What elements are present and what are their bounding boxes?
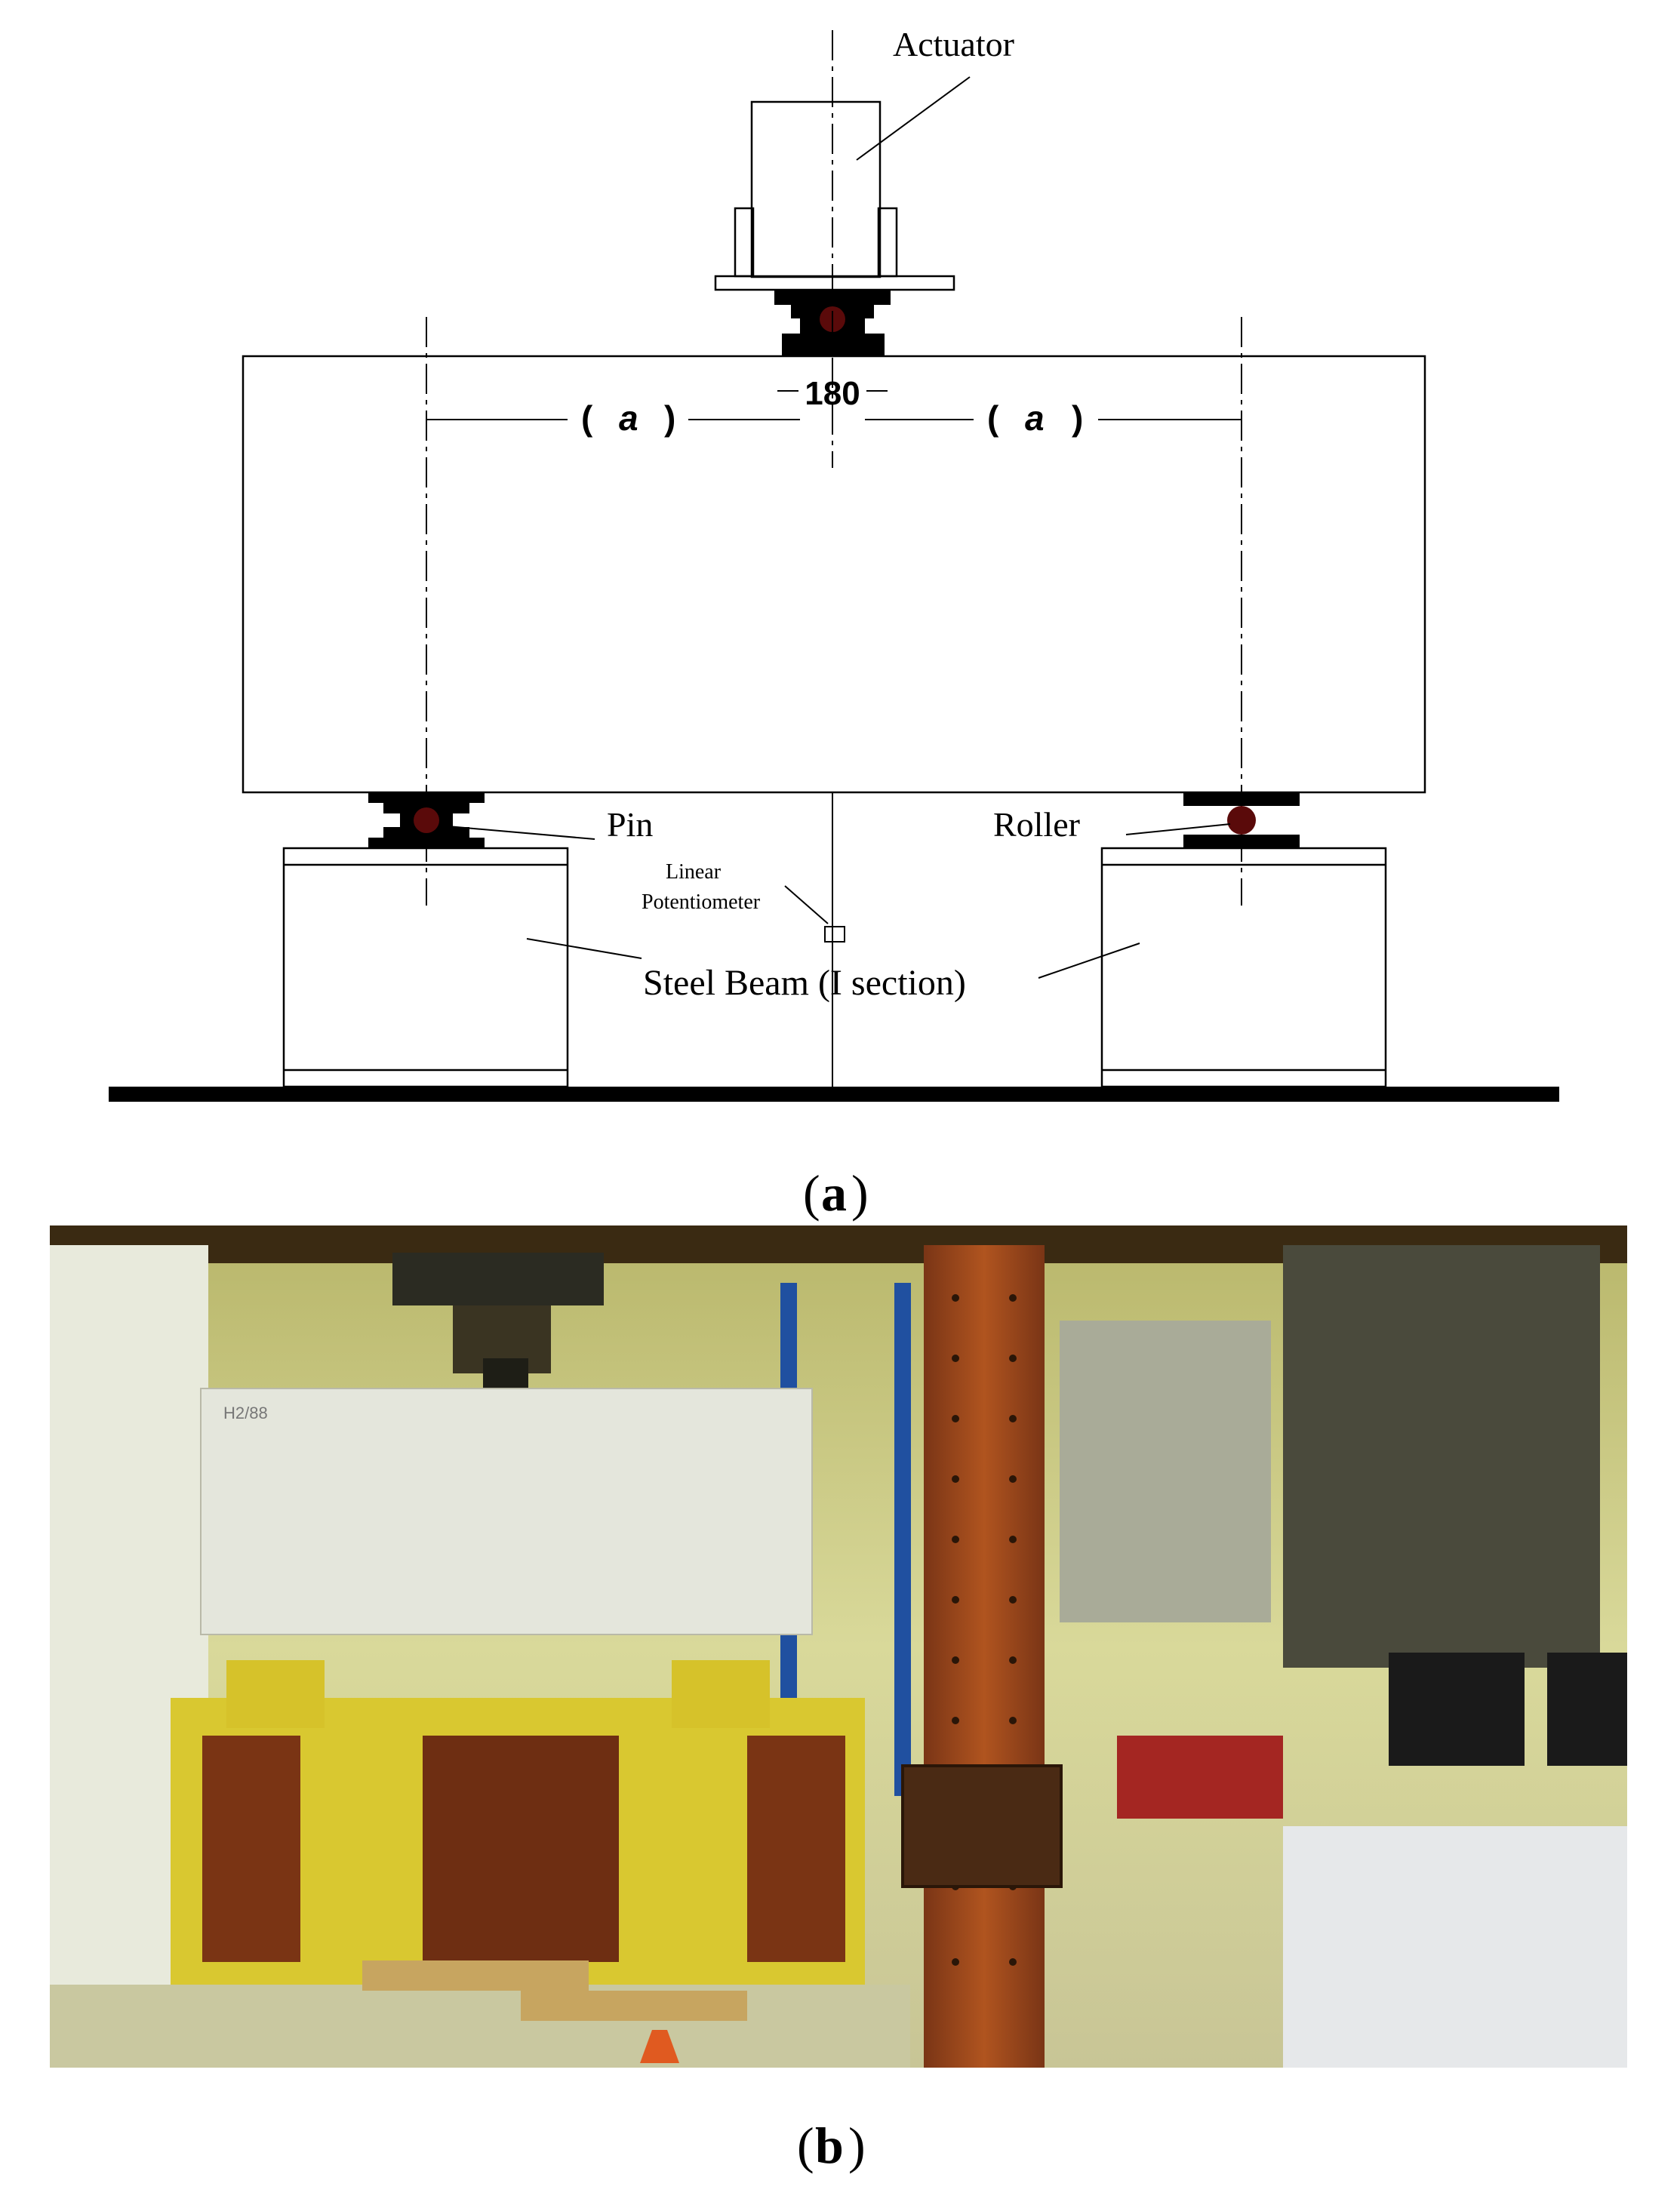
steel-beam-label: Steel Beam (I section) [643,963,966,1003]
caption-a-letter: a [821,1164,847,1222]
shear-span-dimension [426,390,1242,429]
load-bearing-top-plate [774,290,891,305]
caption-b-letter: b [815,2117,844,2174]
actuator-base-plate [714,275,955,291]
leader-lines [438,76,1231,979]
photo-red-box [1117,1736,1283,1819]
leader-potentiometer [784,885,829,924]
shear-span-right-open: ( [987,398,999,438]
caption-a-close: ) [851,1164,869,1222]
photo-pallet-1 [362,1960,589,1991]
photo-reaction-column [924,1245,1045,2068]
roller-ball [1227,806,1256,835]
shear-span-label-right: ( a ) [987,398,1083,438]
photo-desk [1283,1826,1627,2068]
shear-span-left-close: ) [664,398,675,438]
leader-steel-left [526,938,642,959]
photo-rig-panel-3 [747,1736,845,1962]
photo-monitor-1 [1389,1653,1525,1766]
potentiometer-label-line2: Potentiometer [642,890,761,914]
roller-top-plate [1183,792,1300,806]
panel-a-caption: ( a ) [803,1164,869,1222]
photo-loading-head [392,1253,604,1305]
strong-floor [109,1087,1559,1102]
photo-rig-panel-1 [202,1736,300,1962]
photo-block-wall [1060,1321,1271,1622]
actuator-left-guide [734,207,755,278]
center-lines [426,30,1242,906]
pin-ball [414,807,439,833]
photo-specimen [200,1388,813,1635]
photo-column-holes [952,1294,1017,1966]
potentiometer-label-line1: Linear [666,860,722,884]
steel-beam-right-body [1100,847,1387,1088]
shear-span-right-close: ) [1072,398,1083,438]
leader-actuator [856,76,971,161]
beam-specimen [242,355,1426,794]
roller-support [1183,792,1300,848]
photo-right-support-block [672,1660,770,1728]
actuator [714,100,955,291]
actuator-body [750,100,882,278]
photo-floor [50,1985,910,2068]
potentiometer-sensor [824,926,845,943]
pin-support [368,792,485,848]
photo-left-support-block [226,1660,325,1728]
panel-b-photo: H2/88 [50,1225,1627,2174]
caption-a-open: ( [803,1164,820,1222]
shear-span-right-symbol: a [1025,398,1045,438]
leader-pin [438,825,595,840]
shear-span-label-left: ( a ) [581,398,675,438]
photo-blue-rack-post-2 [894,1283,911,1796]
photo-traffic-cone [640,2030,679,2063]
photo-specimen-tag: H2/88 [223,1404,268,1422]
actuator-label: Actuator [893,25,1014,63]
caption-b-close: ) [848,2117,866,2174]
photo-pallet-2 [521,1991,747,2021]
leader-roller [1125,823,1231,835]
panel-b-caption: ( b ) [797,2117,866,2174]
caption-b-open: ( [797,2117,814,2174]
pin-bottom-plate [368,838,485,848]
shear-span-left-symbol: a [619,398,638,438]
steel-beam-right [1100,847,1387,1088]
roller-label: Roller [993,805,1080,844]
pin-top-plate [368,792,485,803]
dim-180-label: 180 [805,375,860,412]
photo-column-base [901,1764,1063,1888]
pin-label: Pin [607,805,653,844]
photo-dark-steel [1283,1245,1600,1668]
leader-steel-right [1038,943,1140,979]
roller-bottom-plate [1183,835,1300,848]
photo-rig-panel-2 [423,1736,619,1962]
shear-span-left-open: ( [581,398,593,438]
panel-a-schematic: 180 ( a ) ( a ) [109,25,1559,1222]
photo-monitor-2 [1547,1653,1627,1766]
actuator-right-guide [877,207,898,278]
